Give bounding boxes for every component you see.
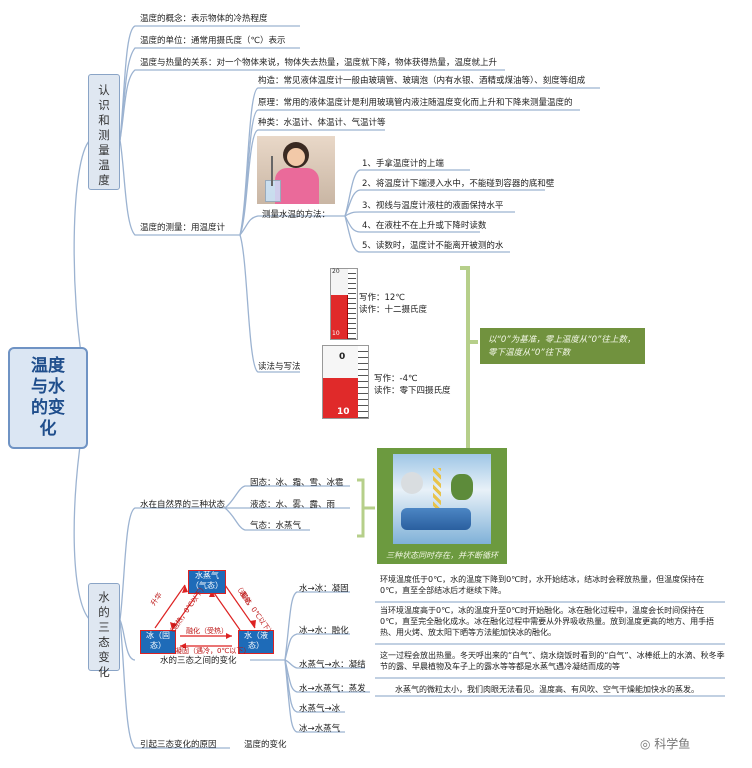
girl-measuring-photo: [257, 136, 335, 204]
temperature-unit: 温度的单位：通常用摄氏度（℃）表示: [140, 36, 286, 46]
melt-label: 融化（受热）: [186, 627, 228, 635]
thermometer-types: 种类：水温计、体温计、气温计等: [258, 118, 386, 128]
change-cause-value: 温度的变化: [244, 740, 287, 750]
change-label-deposit: 水蒸气→冰: [299, 704, 341, 714]
thermo1-write: 写作：12℃: [359, 293, 405, 303]
water-temperature-method: 测量水温的方法：: [262, 210, 331, 220]
thermo1-bottom-label: 10: [332, 330, 340, 337]
thermo1-read: 读作：十二摄氏度: [359, 305, 428, 315]
vapor-state-box: 水蒸气（气态）: [188, 570, 226, 594]
change-label-melt: 冰→水：融化: [299, 626, 349, 636]
section-title: 认识和测量温度: [98, 83, 110, 187]
change-desc-condense: 这一过程会放出热量。冬天呼出来的“白气”、烧水烧饭时看到的“白气”、冰棒纸上的水…: [380, 651, 725, 671]
ice-label: 冰（固态）: [146, 631, 170, 650]
section-measure-temperature[interactable]: 认识和测量温度: [88, 74, 120, 190]
section-title: 水的三态变化: [98, 590, 110, 679]
water-cycle-illustration: 三种状态同时存在，并不断循环: [377, 448, 507, 564]
root-title: 温度与水的变化: [31, 356, 65, 439]
change-cause: 引起三态变化的原因: [140, 740, 217, 750]
temperature-concept: 温度的概念：表示物体的冷热程度: [140, 14, 268, 24]
wechat-icon: ◎: [640, 737, 655, 751]
solid-state: 固态：冰、霜、雪、冰雹: [250, 478, 344, 488]
ice-state-box: 冰（固态）: [140, 630, 176, 654]
water-state-box: 水（液态）: [238, 630, 274, 654]
change-desc-evaporate: 水蒸气的微粒太小，我们肉眼无法看见。温度高、有风吹、空气干燥能加快水的蒸发。: [395, 685, 699, 694]
thermometer-1: 20 10: [330, 268, 358, 340]
change-desc-freeze: 环境温度低于0℃，水的温度下降到0℃时，水开始结冰，结冰时会释放热量，但温度保持…: [380, 575, 705, 595]
temperature-measurement: 温度的测量：用温度计: [140, 223, 226, 233]
step-1: 1、手拿温度计的上端: [362, 159, 444, 169]
root-node[interactable]: 温度与水的变化: [8, 347, 88, 449]
change-label-condense: 水蒸气→水：凝结: [299, 660, 366, 670]
liquid-state: 液态：水、雾、露、雨: [250, 500, 336, 510]
water-nature-states: 水在自然界的三种状态: [140, 500, 226, 510]
step-5: 5、读数时，温度计不能离开被测的水: [362, 241, 504, 251]
thermo2-bottom-label: 10: [337, 407, 350, 417]
vapor-label: 水蒸气（气态）: [191, 571, 223, 590]
thermo1-top-label: 20: [332, 268, 340, 275]
change-label-freeze: 水→冰：凝固: [299, 584, 349, 594]
thermo2-read: 读作：零下四摄氏度: [374, 386, 451, 396]
change-label-evaporate: 水→水蒸气：蒸发: [299, 684, 366, 694]
water-cycle-caption: 三种状态同时存在，并不断循环: [386, 551, 498, 560]
thermo2-top-label: 0: [339, 352, 346, 362]
watermark: ◎ 科学鱼: [640, 735, 690, 752]
read-write-label: 读法与写法: [258, 362, 301, 372]
section-water-states[interactable]: 水的三态变化: [88, 583, 120, 679]
thermometer-principle: 原理：常用的液体温度计是利用玻璃管内液注随温度变化而上升和下降来测量温度的: [258, 98, 573, 108]
step-4: 4、在液柱不在上升或下降时读数: [362, 221, 487, 231]
freeze-label: 凝固（遇冷，0℃以下）: [175, 647, 251, 655]
step-3: 3、视线与温度计液柱的液面保持水平: [362, 201, 504, 211]
change-label-sublimate: 冰→水蒸气: [299, 724, 341, 734]
triangle-caption: 水的三态之间的变化: [160, 656, 237, 666]
zero-baseline-note: 以“0”为基准，零上温度从“0”往上数，零下温度从“0”往下数: [480, 328, 645, 364]
temperature-heat-relation: 温度与热量的关系：对一个物体来说，物体失去热量，温度就下降，物体获得热量，温度就…: [140, 58, 498, 68]
step-2: 2、将温度计下端浸入水中，不能碰到容器的底和壁: [362, 179, 555, 189]
watermark-text: 科学鱼: [654, 737, 691, 751]
change-desc-melt: 当环境温度高于0℃，冰的温度升至0℃时开始融化。冰在融化过程中，温度会长时间保持…: [380, 606, 715, 637]
water-label: 水（液态）: [244, 631, 268, 650]
thermometer-structure: 构造：常见液体温度计一般由玻璃管、玻璃泡（内有水银、酒精或煤油等）、刻度等组成: [258, 76, 586, 86]
thermometer-2: 0 10: [322, 345, 369, 419]
thermo2-write: 写作：-4℃: [374, 374, 418, 384]
gas-state: 气态：水蒸气: [250, 521, 302, 531]
